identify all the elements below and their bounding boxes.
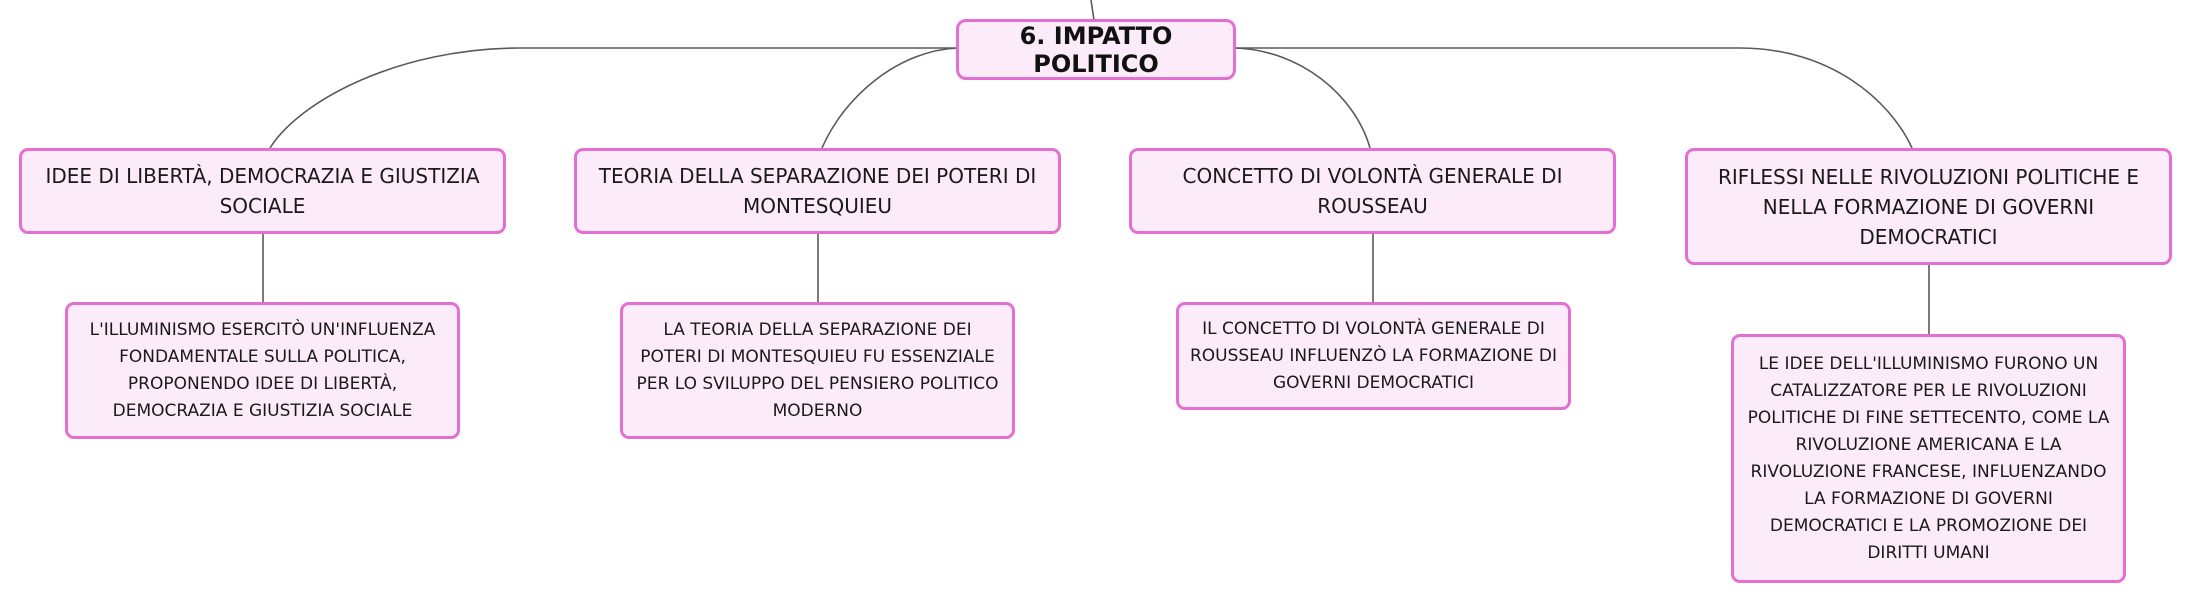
detail-node-text: IL CONCETTO DI VOLONTÀ GENERALE DI ROUSS… (1189, 318, 1558, 393)
topic-node-rivoluzioni-politiche[interactable]: RIFLESSI NELLE RIVOLUZIONI POLITICHE E N… (1685, 148, 2172, 265)
topic-node-volonta-generale[interactable]: CONCETTO DI VOLONTÀ GENERALE DI ROUSSEAU (1129, 148, 1616, 234)
detail-node-illuminismo-influenza[interactable]: L'ILLUMINISMO ESERCITÒ UN'INFLUENZA FOND… (65, 302, 460, 439)
detail-node-montesquieu-teoria[interactable]: LA TEORIA DELLA SEPARAZIONE DEI POTERI D… (620, 302, 1015, 439)
topic-node-label: IDEE DI LIBERTÀ, DEMOCRAZIA E GIUSTIZIA … (45, 164, 480, 218)
topic-node-label: TEORIA DELLA SEPARAZIONE DEI POTERI DI M… (598, 164, 1037, 218)
detail-node-rivoluzioni-catalizzatore[interactable]: LE IDEE DELL'ILLUMINISMO FURONO UN CATAL… (1731, 334, 2126, 583)
root-node-impatto-politico[interactable]: 6. IMPATTO POLITICO (956, 19, 1236, 80)
connector-root-to-topic-1 (269, 47, 958, 149)
topic-node-label: RIFLESSI NELLE RIVOLUZIONI POLITICHE E N… (1717, 164, 2140, 249)
topic-node-label: CONCETTO DI VOLONTÀ GENERALE DI ROUSSEAU (1182, 164, 1563, 218)
detail-node-rousseau-concetto[interactable]: IL CONCETTO DI VOLONTÀ GENERALE DI ROUSS… (1176, 302, 1571, 410)
connector-root-to-topic-4 (1235, 47, 1913, 149)
connector-root-to-topic-3 (1234, 47, 1371, 149)
topic-node-idee-liberta[interactable]: IDEE DI LIBERTÀ, DEMOCRAZIA E GIUSTIZIA … (19, 148, 506, 234)
detail-node-text: LA TEORIA DELLA SEPARAZIONE DEI POTERI D… (636, 319, 999, 421)
detail-node-text: LE IDEE DELL'ILLUMINISMO FURONO UN CATAL… (1747, 353, 2110, 563)
detail-node-text: L'ILLUMINISMO ESERCITÒ UN'INFLUENZA FOND… (89, 319, 436, 421)
topic-node-separazione-poteri[interactable]: TEORIA DELLA SEPARAZIONE DEI POTERI DI M… (574, 148, 1061, 234)
connector-root-to-topic-2 (821, 47, 959, 149)
connector-parent-to-root (1090, 0, 1095, 21)
root-node-label: 6. IMPATTO POLITICO (1019, 21, 1173, 78)
